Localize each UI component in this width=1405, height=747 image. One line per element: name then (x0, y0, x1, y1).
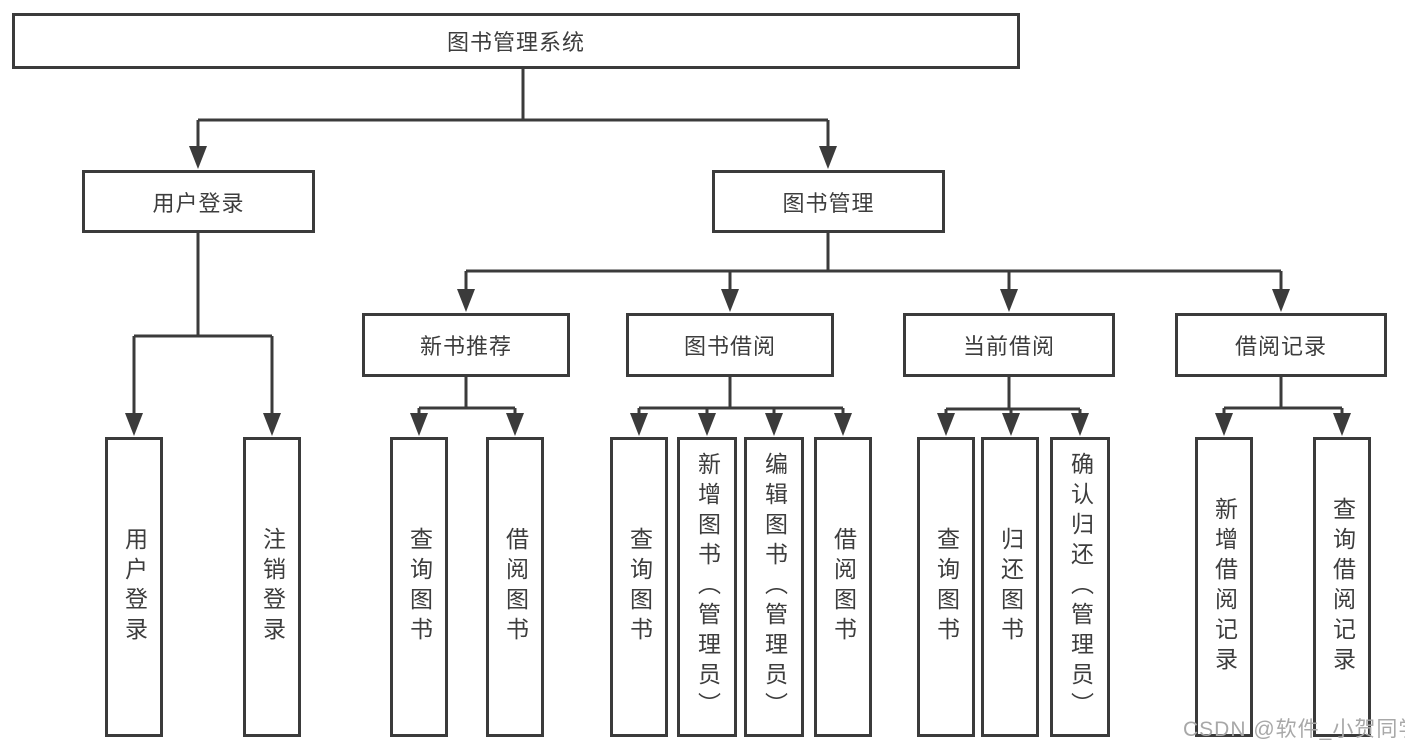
node-new-book-recommendation: 新书推荐 (362, 313, 570, 377)
csdn-watermark: CSDN @软件_小贺同学 (1183, 718, 1405, 741)
node-label: 借阅记录 (1234, 334, 1327, 359)
node-book-borrowing: 图书借阅 (626, 313, 834, 377)
node-label: 图书管理系统 (446, 30, 585, 55)
connector-book-borrow-branch (637, 377, 845, 417)
node-library-management-system: 图书管理系统 (12, 13, 1020, 69)
node-label: 查询图书 (626, 527, 653, 647)
node-book-management: 图书管理 (712, 170, 945, 233)
node-edit-book-admin: 编辑图书（管理员） (744, 437, 804, 737)
node-label: 借阅图书 (502, 527, 529, 647)
node-label: 注销登录 (259, 527, 286, 647)
connector-book-management-branch (464, 233, 1283, 293)
node-label: 查询借阅记录 (1329, 497, 1356, 677)
connector-new-book-branch (417, 377, 517, 417)
node-label: 查询图书 (406, 527, 433, 647)
node-current-borrowing: 当前借阅 (903, 313, 1115, 377)
node-user-login: 用户登录 (82, 170, 315, 233)
node-borrow-books: 借阅图书 (814, 437, 872, 737)
node-label: 当前借阅 (962, 334, 1055, 359)
node-label: 归还图书 (997, 527, 1024, 647)
node-add-borrow-record: 新增借阅记录 (1195, 437, 1253, 737)
node-user-login-leaf: 用户登录 (105, 437, 163, 737)
node-label: 新书推荐 (419, 334, 512, 359)
node-label: 用户登录 (152, 190, 245, 216)
node-label: 图书借阅 (683, 334, 776, 359)
node-search-borrow-record: 查询借阅记录 (1313, 437, 1371, 737)
node-label: 新增借阅记录 (1211, 497, 1238, 677)
node-borrowing-records: 借阅记录 (1175, 313, 1387, 377)
connector-current-borrow-branch (944, 377, 1082, 417)
arrowheads (125, 146, 1351, 436)
node-search-books-borrow: 查询图书 (610, 437, 668, 737)
node-label: 编辑图书（管理员） (761, 452, 788, 722)
node-confirm-return-admin: 确认归还（管理员） (1050, 437, 1110, 737)
node-label: 查询图书 (933, 527, 960, 647)
connector-user-login-branch (132, 233, 274, 417)
node-label: 用户登录 (121, 527, 148, 647)
node-search-books-current: 查询图书 (917, 437, 975, 737)
node-search-books-recommend: 查询图书 (390, 437, 448, 737)
node-label: 新增图书（管理员） (694, 452, 721, 722)
node-borrow-books-recommend: 借阅图书 (486, 437, 544, 737)
node-return-books: 归还图书 (981, 437, 1039, 737)
connector-root-to-level2 (196, 69, 830, 150)
node-logout: 注销登录 (243, 437, 301, 737)
node-label: 借阅图书 (830, 527, 857, 647)
node-add-book-admin: 新增图书（管理员） (677, 437, 737, 737)
node-label: 图书管理 (782, 190, 875, 216)
node-label: 确认归还（管理员） (1067, 452, 1094, 722)
connector-borrow-records-branch (1222, 377, 1344, 417)
